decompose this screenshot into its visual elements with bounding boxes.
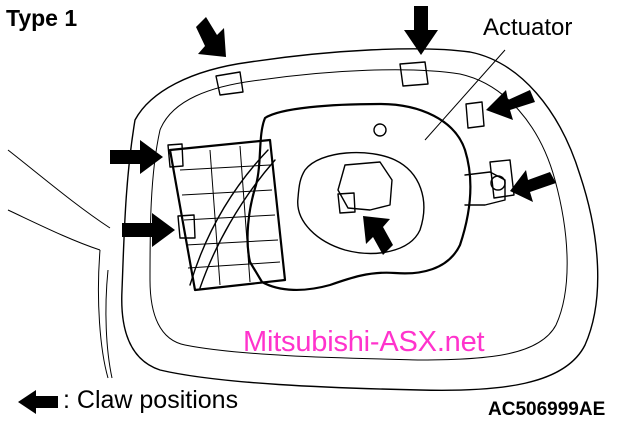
watermark: Mitsubishi-ASX.net [243, 326, 485, 358]
legend-text: : Claw positions [63, 386, 239, 414]
actuator-body [246, 102, 472, 292]
claw-arrow-icon [404, 6, 438, 55]
rib-frame [168, 138, 287, 292]
claw-tabs [167, 61, 515, 239]
claw-arrow-icon [110, 140, 163, 174]
claw-arrow-icon [122, 213, 175, 247]
claw-arrow-icon [510, 170, 556, 202]
actuator-callout: Actuator [483, 14, 573, 41]
housing-inner-rim [149, 69, 568, 361]
screw-hole [373, 123, 387, 137]
figure-code: AC506999AE [488, 399, 606, 420]
actuator-right-tab [464, 171, 506, 206]
claw-arrow-icon [196, 17, 226, 57]
housing-outline [121, 48, 599, 391]
claw-arrows [110, 6, 556, 255]
claw-arrow-icon [486, 90, 535, 120]
type-label: Type 1 [6, 5, 78, 31]
actuator-leader-line [424, 49, 506, 141]
body-panel-lines [7, 149, 113, 379]
actuator-socket [337, 161, 393, 211]
legend-arrow-icon [18, 390, 58, 414]
actuator-recess [297, 151, 425, 255]
claw-arrow-icon [363, 216, 393, 255]
